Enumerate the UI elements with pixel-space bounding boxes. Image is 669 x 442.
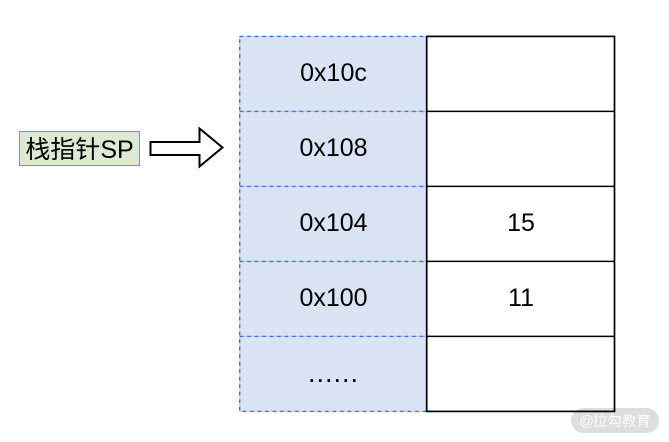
svg-text:SP: SP — [100, 136, 133, 164]
svg-text:@: @ — [579, 414, 594, 430]
